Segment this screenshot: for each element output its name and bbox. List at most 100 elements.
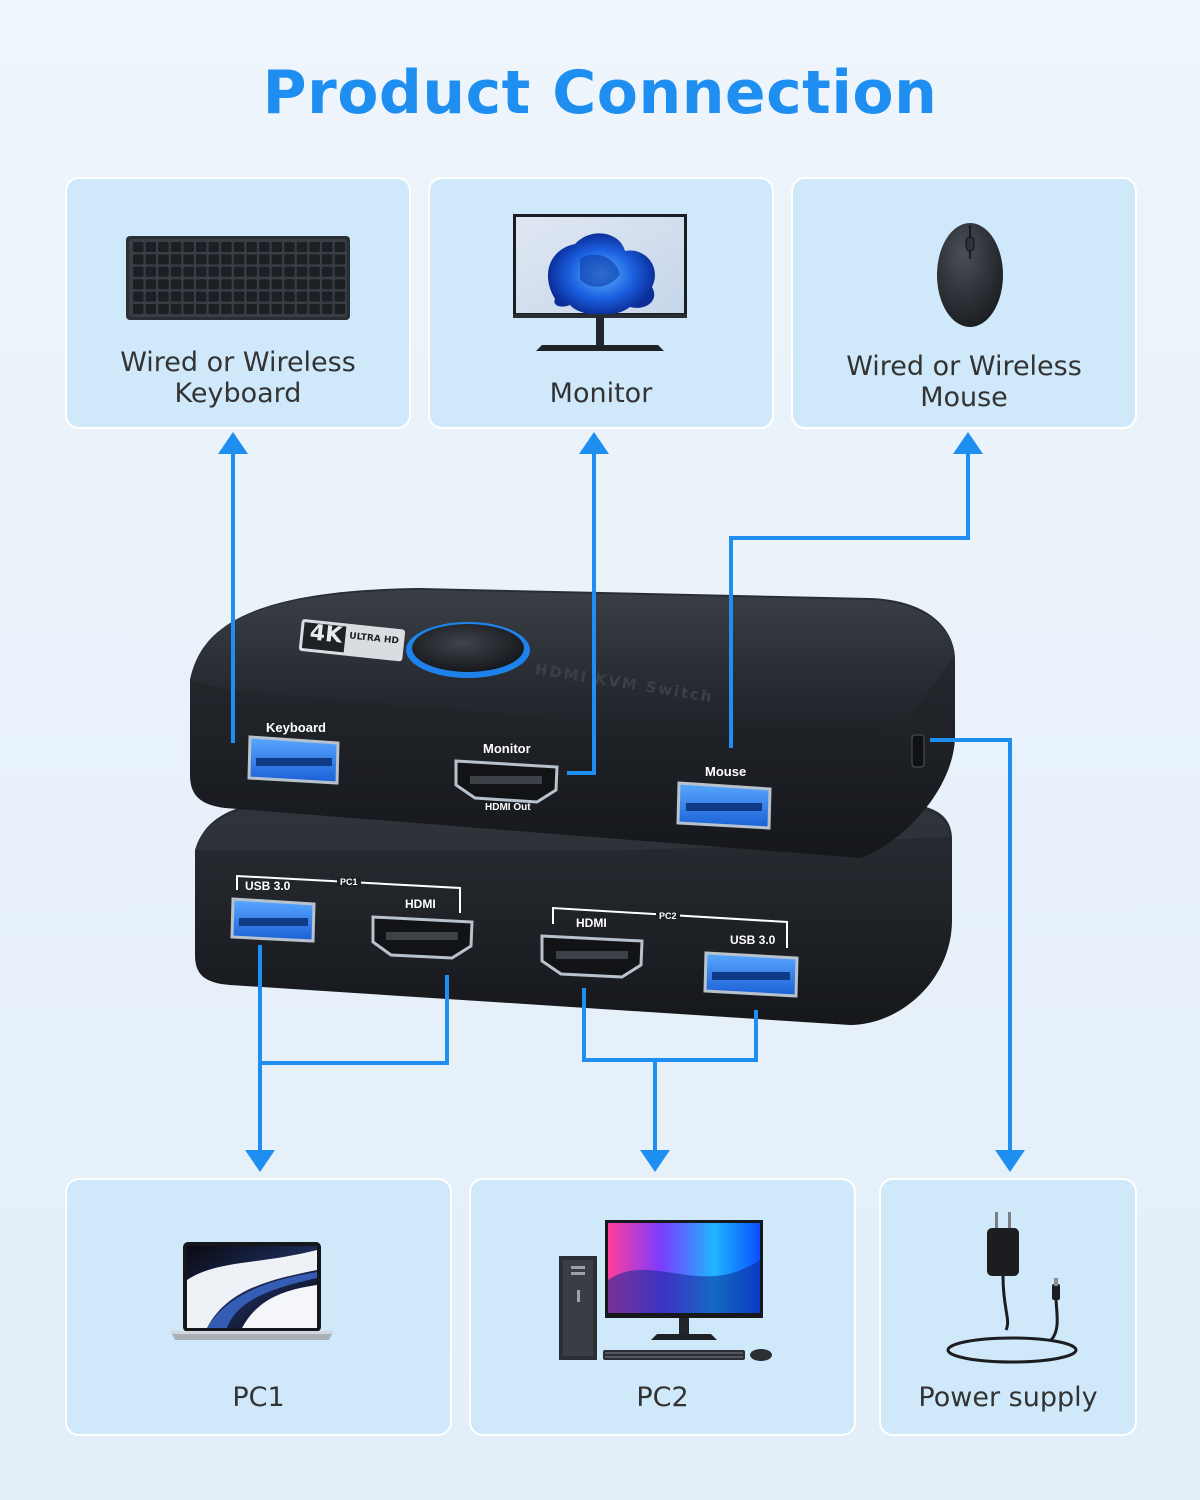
rear-label-pc1-usb: USB 3.0 <box>245 879 291 893</box>
label-line: Wired or Wireless <box>120 347 356 378</box>
hdmi-port-monitor[interactable] <box>454 759 559 804</box>
arrow-line-pc2 <box>582 988 758 1152</box>
keyboard-key <box>196 291 207 302</box>
page-title: Product Connection <box>262 58 938 128</box>
keyboard-key <box>233 266 245 277</box>
keyboard-key <box>334 279 346 290</box>
keyboard-key <box>208 266 220 277</box>
card-power: Power supply <box>879 1178 1137 1436</box>
keyboard-key <box>158 254 169 265</box>
keyboard-key <box>208 254 220 265</box>
keyboard-key <box>196 242 207 252</box>
keyboard-key <box>296 279 308 290</box>
port-label-keyboard: Keyboard <box>266 720 326 735</box>
usb-port-keyboard[interactable] <box>247 735 340 785</box>
keyboard-key <box>284 279 295 290</box>
keyboard-key <box>133 304 144 314</box>
keyboard-key <box>271 279 283 290</box>
port-label-monitor: Monitor <box>483 741 531 756</box>
keyboard-key <box>284 291 295 302</box>
desktop-pc-icon <box>559 1220 772 1361</box>
keyboard-key <box>208 279 220 290</box>
usb-port-mouse[interactable] <box>676 781 772 830</box>
keyboard-key <box>296 304 308 314</box>
hdmi-port-pc2[interactable] <box>540 934 644 979</box>
keyboard-key <box>296 242 308 252</box>
keyboard-key <box>183 266 194 277</box>
4k-badge <box>298 619 406 662</box>
keyboard-key <box>208 291 220 302</box>
usb-port-pc1[interactable] <box>230 897 316 943</box>
keyboard-key <box>170 279 182 290</box>
keyboard-key <box>322 242 333 252</box>
keyboard-key <box>334 242 346 252</box>
keyboard-key <box>271 254 283 265</box>
keyboard-key <box>322 254 333 265</box>
keyboard-key <box>170 266 182 277</box>
keyboard-key <box>158 279 169 290</box>
port-label-mouse: Mouse <box>705 764 747 779</box>
keyboard-key <box>296 266 308 277</box>
arrowhead-pc1 <box>245 1150 275 1172</box>
keyboard-key <box>309 291 320 302</box>
keyboard-key <box>133 242 144 252</box>
usb-port-pc2[interactable] <box>703 951 799 998</box>
keyboard-key <box>246 266 257 277</box>
keyboard-key <box>233 279 245 290</box>
switch-button[interactable] <box>412 624 524 672</box>
keyboard-key <box>133 254 144 265</box>
keyboard-key <box>259 291 270 302</box>
port-label-monitor-sub: HDMI Out <box>485 802 531 813</box>
keyboard-key <box>259 254 270 265</box>
keyboard-key <box>246 254 257 265</box>
keyboard-key <box>158 266 169 277</box>
keyboard-key <box>296 254 308 265</box>
keyboard-key <box>259 242 270 252</box>
keyboard-key <box>196 254 207 265</box>
card-label-power: Power supply <box>918 1382 1098 1413</box>
keyboard-key <box>246 291 257 302</box>
arrow-line-power <box>930 738 1012 1152</box>
keyboard-key <box>145 304 157 314</box>
keyboard-key <box>309 242 320 252</box>
keyboard-key <box>233 304 245 314</box>
keyboard-key <box>259 304 270 314</box>
keyboard-key <box>196 304 207 314</box>
keyboard-key <box>221 254 232 265</box>
keyboard-key <box>145 279 157 290</box>
power-port[interactable] <box>911 734 925 768</box>
keyboard-key <box>284 304 295 314</box>
keyboard-key <box>221 266 232 277</box>
keyboard-key <box>233 242 245 252</box>
keyboard-key <box>183 304 194 314</box>
keyboard-key <box>183 254 194 265</box>
arrowhead-pc2 <box>640 1150 670 1172</box>
keyboard-key <box>133 279 144 290</box>
keyboard-key <box>196 279 207 290</box>
arrow-line-monitor <box>567 452 596 775</box>
keyboard-key <box>145 291 157 302</box>
arrow-line-pc1 <box>258 945 449 1152</box>
hdmi-port-pc1[interactable] <box>371 915 474 960</box>
keyboard-key <box>271 242 283 252</box>
keyboard-key <box>309 266 320 277</box>
label-line: Monitor <box>549 378 653 409</box>
keyboard-key <box>322 291 333 302</box>
keyboard-key <box>158 242 169 252</box>
keyboard-key <box>145 254 157 265</box>
keyboard-key <box>334 266 346 277</box>
mouse-icon <box>937 223 1003 327</box>
keyboard-key <box>309 254 320 265</box>
keyboard-key <box>271 291 283 302</box>
card-pc1: PC1 <box>65 1178 452 1436</box>
keyboard-key <box>145 242 157 252</box>
arrowhead-power <box>995 1150 1025 1172</box>
keyboard-key <box>221 304 232 314</box>
keyboard-key <box>322 266 333 277</box>
rear-label-pc1: PC1 <box>337 877 361 887</box>
card-pc2: PC2 <box>469 1178 856 1436</box>
rear-label-pc2-hdmi: HDMI <box>576 916 607 930</box>
